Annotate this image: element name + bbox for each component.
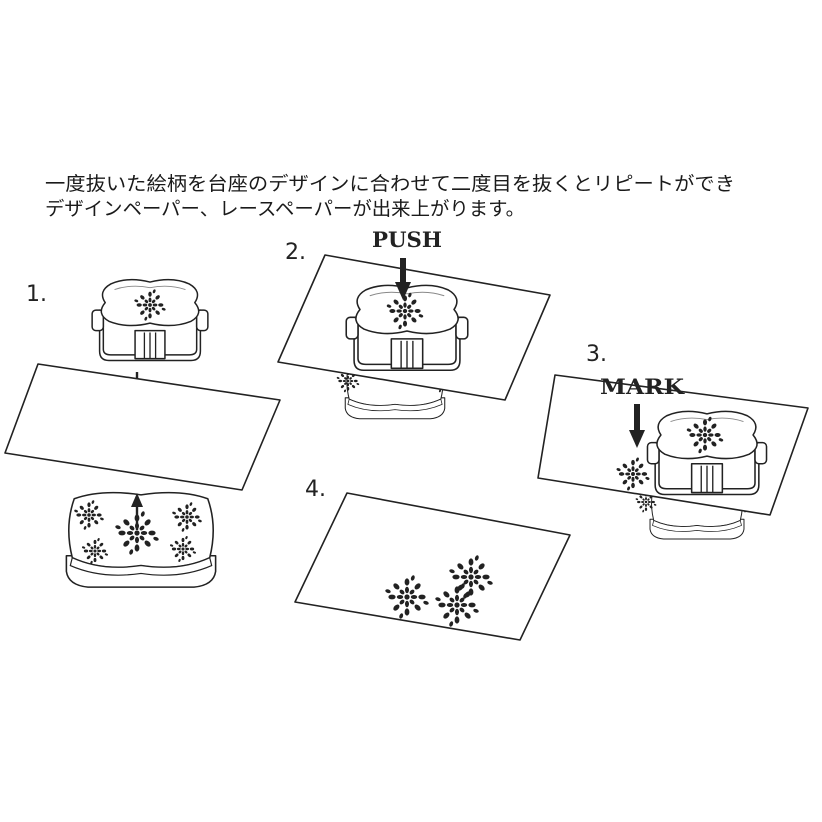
arrow-icon	[131, 493, 143, 530]
push-arrow-icon	[395, 258, 411, 300]
mark-callout: MARK	[600, 374, 685, 399]
paper-sheet	[4, 363, 281, 491]
craft-punch-icon	[646, 410, 768, 496]
mark-arrow-icon	[629, 404, 645, 448]
step-1	[4, 278, 281, 588]
instruction-line-1: 一度抜いた絵柄を台座のデザインに合わせて二度目を抜くとリピートができ	[45, 173, 735, 195]
step-2: PUSH	[277, 227, 551, 420]
step-4-label: 4.	[305, 477, 326, 502]
step-3-label: 3.	[586, 342, 607, 367]
step-3: MARK	[537, 374, 809, 540]
instruction-line-2: デザインペーパー、レースペーパーが出来上がります。	[45, 198, 525, 220]
push-callout: PUSH	[372, 227, 442, 252]
paper-sheet	[294, 492, 571, 641]
step-1-label: 1.	[26, 282, 47, 307]
step-4	[294, 492, 571, 641]
step-2-label: 2.	[285, 240, 306, 265]
